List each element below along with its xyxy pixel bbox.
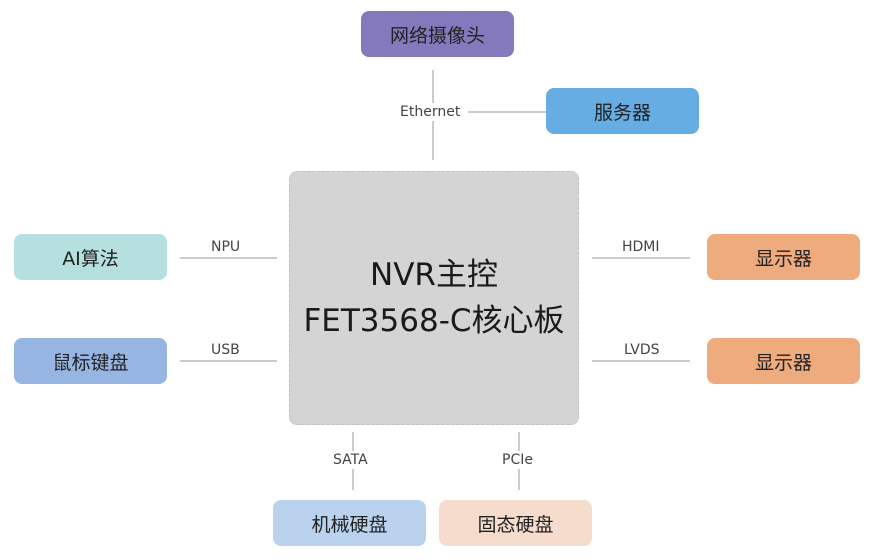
keyboard-mouse-box: 鼠标键盘 — [14, 338, 167, 384]
core-board-model: FET3568-C核心板 — [303, 303, 565, 339]
ssd-box: 固态硬盘 — [439, 500, 592, 546]
core-board-title: NVR主控 — [370, 257, 498, 293]
hdmi-label: HDMI — [620, 238, 662, 256]
lvds-label: LVDS — [622, 341, 662, 359]
display-hdmi-box: 显示器 — [707, 234, 860, 280]
core-board: NVR主控 FET3568-C核心板 — [289, 171, 579, 425]
pcie-label: PCIe — [500, 451, 535, 469]
ai-algorithm-box: AI算法 — [14, 234, 167, 280]
hdd-box: 机械硬盘 — [273, 500, 426, 546]
display-lvds-box: 显示器 — [707, 338, 860, 384]
sata-label: SATA — [331, 451, 370, 469]
ethernet-label: Ethernet — [398, 103, 463, 121]
usb-label: USB — [209, 341, 242, 359]
npu-label: NPU — [209, 238, 243, 256]
camera-box: 网络摄像头 — [361, 11, 514, 57]
server-box: 服务器 — [546, 88, 699, 134]
